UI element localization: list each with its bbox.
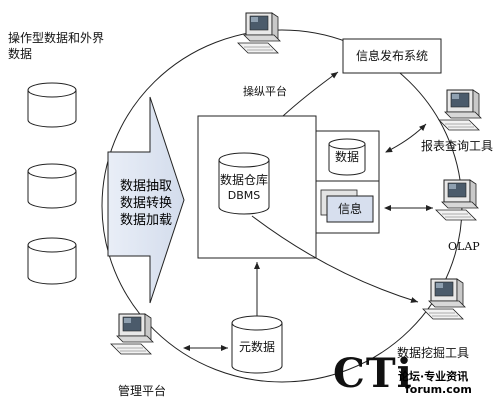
source-db-2 xyxy=(27,163,77,209)
etl-transform-label: 数据转换 xyxy=(119,196,172,211)
info-publish-box xyxy=(342,38,442,74)
control-platform-computer-icon xyxy=(237,12,281,54)
source-db-1 xyxy=(27,82,77,128)
info-label: 信息 xyxy=(337,202,362,216)
etl-load-label: 数据加载 xyxy=(119,213,172,228)
olap-computer-icon xyxy=(435,179,479,221)
control-platform-label: 操纵平台 xyxy=(243,85,287,98)
report-tool-computer-icon xyxy=(438,89,482,131)
mining-tool-computer-icon xyxy=(422,278,466,320)
etl-arrow xyxy=(107,96,185,304)
data-label: 数据 xyxy=(334,150,359,164)
watermark-brand: CTi xyxy=(333,350,413,397)
info-card xyxy=(326,195,374,223)
mgmt-platform-computer-icon xyxy=(110,313,154,355)
dbms-label: DBMS xyxy=(227,189,261,202)
metadata-cylinder xyxy=(231,315,283,374)
mining-tool-label: 数据挖掘工具 xyxy=(397,346,470,360)
etl-text: 数据抽取 数据转换 数据加载 xyxy=(110,178,182,229)
info-publish-label: 信息发布系统 xyxy=(355,49,428,63)
report-tool-label: 报表查询工具 xyxy=(421,139,494,153)
data-cylinder xyxy=(328,138,366,176)
watermark-line1: 论坛·专业资讯 xyxy=(398,370,469,383)
metadata-label: 元数据 xyxy=(238,340,275,354)
operational-data-label: 操作型数据和外界数据 xyxy=(8,31,105,61)
mgmt-platform-label: 管理平台 xyxy=(118,384,167,398)
dw-to-publish-arrow xyxy=(282,71,339,117)
data-report-arrow xyxy=(385,123,427,153)
olap-label: OLAP xyxy=(448,240,480,253)
source-db-3 xyxy=(27,237,77,285)
watermark-line2: forum.com xyxy=(405,383,472,396)
dw-title: 数据仓库 xyxy=(219,173,268,187)
etl-extract-label: 数据抽取 xyxy=(119,179,172,194)
data-warehouse-cylinder xyxy=(218,152,270,215)
dw-to-mining-arrow xyxy=(251,215,419,303)
dw-label: 数据仓库 DBMS xyxy=(219,172,269,204)
data-warehouse-box xyxy=(197,115,317,259)
